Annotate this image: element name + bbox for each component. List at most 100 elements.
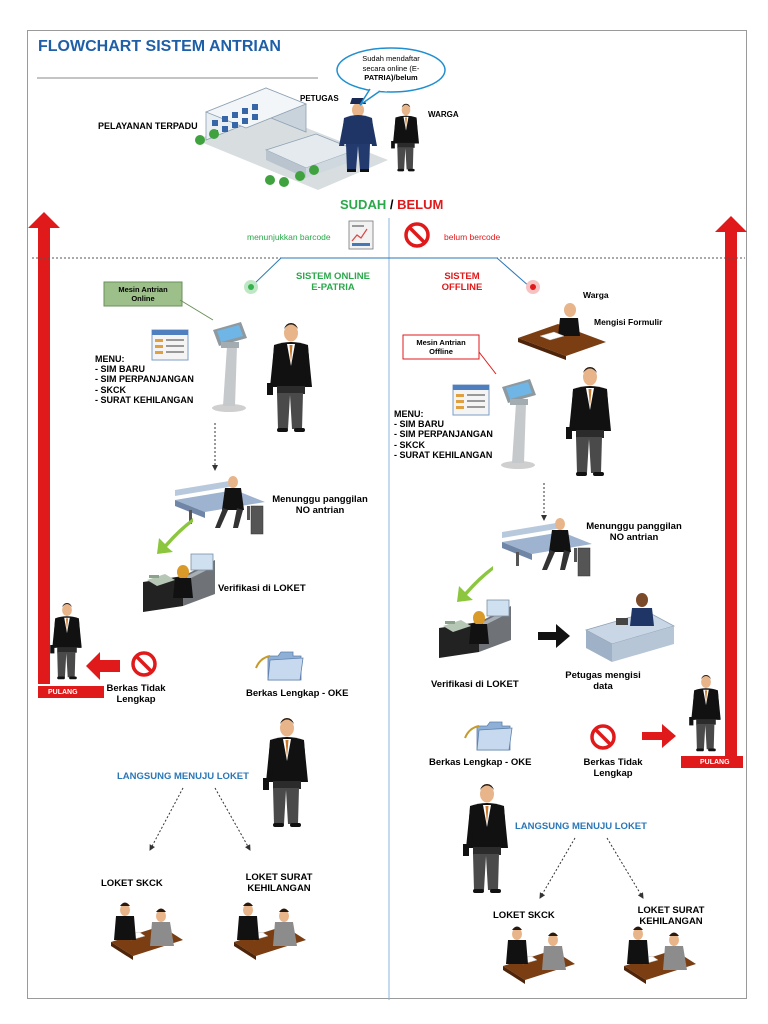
- bubble-line-2: secara online (E-: [362, 63, 420, 73]
- offline-machine-label-line-2: Offline: [429, 347, 453, 356]
- offline-form-label: Mengisi Formulir: [594, 317, 663, 327]
- offline-menu-item: - SIM PERPANJANGAN: [394, 429, 493, 440]
- offline-pulang-label: PULANG: [700, 759, 730, 766]
- online-machine-label-box: [103, 281, 214, 321]
- citizen-person-icon: [391, 104, 419, 172]
- no-entry-icon: [404, 222, 430, 248]
- online-complete-label: Berkas Lengkap - OKE: [246, 688, 349, 699]
- online-loket-skck-label: LOKET SKCK: [101, 878, 163, 889]
- offline-machine-label: Mesin Antrian Offline: [403, 338, 479, 356]
- online-menu: MENU: - SIM BARU - SIM PERPANJANGAN - SK…: [95, 354, 194, 405]
- online-machine-label-line-1: Mesin Antrian: [118, 285, 168, 294]
- building-icon: [195, 87, 388, 190]
- offline-machine-label-line-1: Mesin Antrian: [416, 338, 466, 347]
- diagram-frame: [27, 30, 747, 999]
- offline-warga-label: Warga: [583, 290, 609, 300]
- offline-machine-label-box: [402, 334, 497, 375]
- online-kiosk-icon: [212, 322, 247, 412]
- offline-right-red-arrow-icon: [642, 724, 676, 748]
- online-go-label: LANGSUNG MENUJU LOKET: [117, 771, 249, 782]
- online-loket-surat-line-2: KEHILANGAN: [247, 883, 311, 894]
- online-machine-label-line-2: Online: [131, 294, 155, 303]
- online-left-arrow-icon: [86, 652, 120, 680]
- offline-waiting-line-1: Menunggu panggilan: [586, 521, 682, 532]
- warga-label: WARGA: [428, 110, 459, 119]
- offline-officer-fill-line-2: data: [593, 681, 613, 692]
- offline-officer-fill-line-1: Petugas mengisi: [565, 670, 641, 681]
- offline-right-arrow-icon: [538, 624, 570, 648]
- online-loket-skck-icon: [110, 902, 184, 961]
- return-arrow-left: [28, 212, 104, 698]
- return-arrow-right: [681, 216, 747, 768]
- decision-sudah: SUDAH: [340, 197, 387, 212]
- online-menu-item: - SURAT KEHILANGAN: [95, 394, 194, 405]
- offline-folder-icon: [476, 721, 513, 751]
- offline-loket-skck-icon: [502, 926, 576, 985]
- offline-returning-citizen-icon: [689, 675, 721, 751]
- offline-menu-item: - SKCK: [394, 439, 425, 450]
- online-title-line-2: E-PATRIA: [311, 282, 355, 293]
- online-verify-label: Verifikasi di LOKET: [218, 583, 306, 594]
- page-title: FLOWCHART SISTEM ANTRIAN: [38, 38, 281, 55]
- online-folder-icon: [267, 651, 304, 681]
- split-lines: [250, 257, 531, 288]
- offline-loket-surat-line-1: LOKET SURAT: [637, 905, 705, 916]
- offline-menu-header: MENU:: [394, 409, 424, 419]
- offline-menu-item: - SURAT KEHILANGAN: [394, 449, 493, 460]
- offline-counter-icon: [438, 599, 512, 659]
- petugas-label: PETUGAS: [300, 94, 339, 103]
- offline-complete-label: Berkas Lengkap - OKE: [429, 757, 532, 768]
- online-menu-item: - SIM BARU: [95, 364, 145, 375]
- offline-go-label: LANGSUNG MENUJU LOKET: [515, 821, 647, 832]
- online-incomplete-no-entry-icon: [131, 651, 157, 677]
- online-citizen-icon: [267, 323, 312, 432]
- offline-officer-desk-icon: [584, 593, 676, 662]
- online-proceeding-citizen-icon: [263, 718, 308, 827]
- offline-incomplete-line-1: Berkas Tidak: [583, 757, 643, 768]
- offline-proceeding-citizen-icon: [463, 784, 508, 893]
- online-curved-arrow-icon: [157, 518, 193, 554]
- barcode-no-label: belum bercode: [444, 232, 501, 242]
- speech-bubble: [336, 47, 446, 106]
- offline-loket-skck-label: LOKET SKCK: [493, 910, 555, 921]
- online-menu-item: - SKCK: [95, 384, 126, 395]
- online-incomplete-line-2: Lengkap: [116, 694, 156, 705]
- online-menu-header: MENU:: [95, 354, 125, 364]
- online-machine-label: Mesin Antrian Online: [104, 285, 182, 303]
- offline-waiting-line-2: NO antrian: [609, 532, 659, 543]
- online-incomplete-label: Berkas Tidak Lengkap: [101, 683, 171, 705]
- offline-title-line-1: SISTEM: [444, 271, 480, 282]
- online-returning-citizen-icon: [50, 603, 81, 679]
- offline-form-desk-icon: [518, 303, 606, 360]
- online-waiting-line-2: NO antrian: [295, 505, 345, 516]
- online-counter-icon: [142, 553, 216, 613]
- bubble-line-1: Sudah mendaftar: [362, 54, 420, 63]
- bubble-text: Sudah mendaftar secara online (E- PATRIA…: [344, 54, 438, 83]
- offline-menu-item: - SIM BARU: [394, 419, 444, 430]
- offline-incomplete-no-entry-icon: [590, 724, 616, 750]
- offline-loket-surat-label: LOKET SURAT KEHILANGAN: [628, 905, 714, 927]
- online-waiting-label: Menunggu panggilan NO antrian: [262, 494, 378, 516]
- decision-slash: /: [386, 197, 398, 212]
- offline-node-icon: [526, 280, 540, 294]
- barcode-icon: [348, 220, 374, 250]
- offline-menu: MENU: - SIM BARU - SIM PERPANJANGAN - SK…: [394, 409, 493, 460]
- online-node-icon: [244, 280, 258, 294]
- online-loket-surat-icon: [233, 902, 307, 961]
- bubble-line-3: PATRIA)/belum: [364, 73, 418, 82]
- offline-loket-surat-icon: [623, 926, 697, 985]
- offline-incomplete-label: Berkas Tidak Lengkap: [578, 757, 648, 779]
- offline-incomplete-line-2: Lengkap: [593, 768, 633, 779]
- officer-person-icon: [339, 98, 377, 172]
- online-loket-surat-label: LOKET SURAT KEHILANGAN: [236, 872, 322, 894]
- online-title-line-1: SISTEM ONLINE: [296, 271, 370, 282]
- online-pulang-label: PULANG: [48, 689, 78, 696]
- offline-curved-arrow-icon: [457, 566, 493, 602]
- online-waiting-line-1: Menunggu panggilan: [272, 494, 368, 505]
- offline-loket-surat-line-2: KEHILANGAN: [639, 916, 703, 927]
- online-loket-surat-line-1: LOKET SURAT: [245, 872, 313, 883]
- decision-label: SUDAH / BELUM: [340, 197, 443, 212]
- offline-kiosk-icon: [501, 379, 536, 469]
- offline-officer-fill-label: Petugas mengisi data: [560, 670, 646, 692]
